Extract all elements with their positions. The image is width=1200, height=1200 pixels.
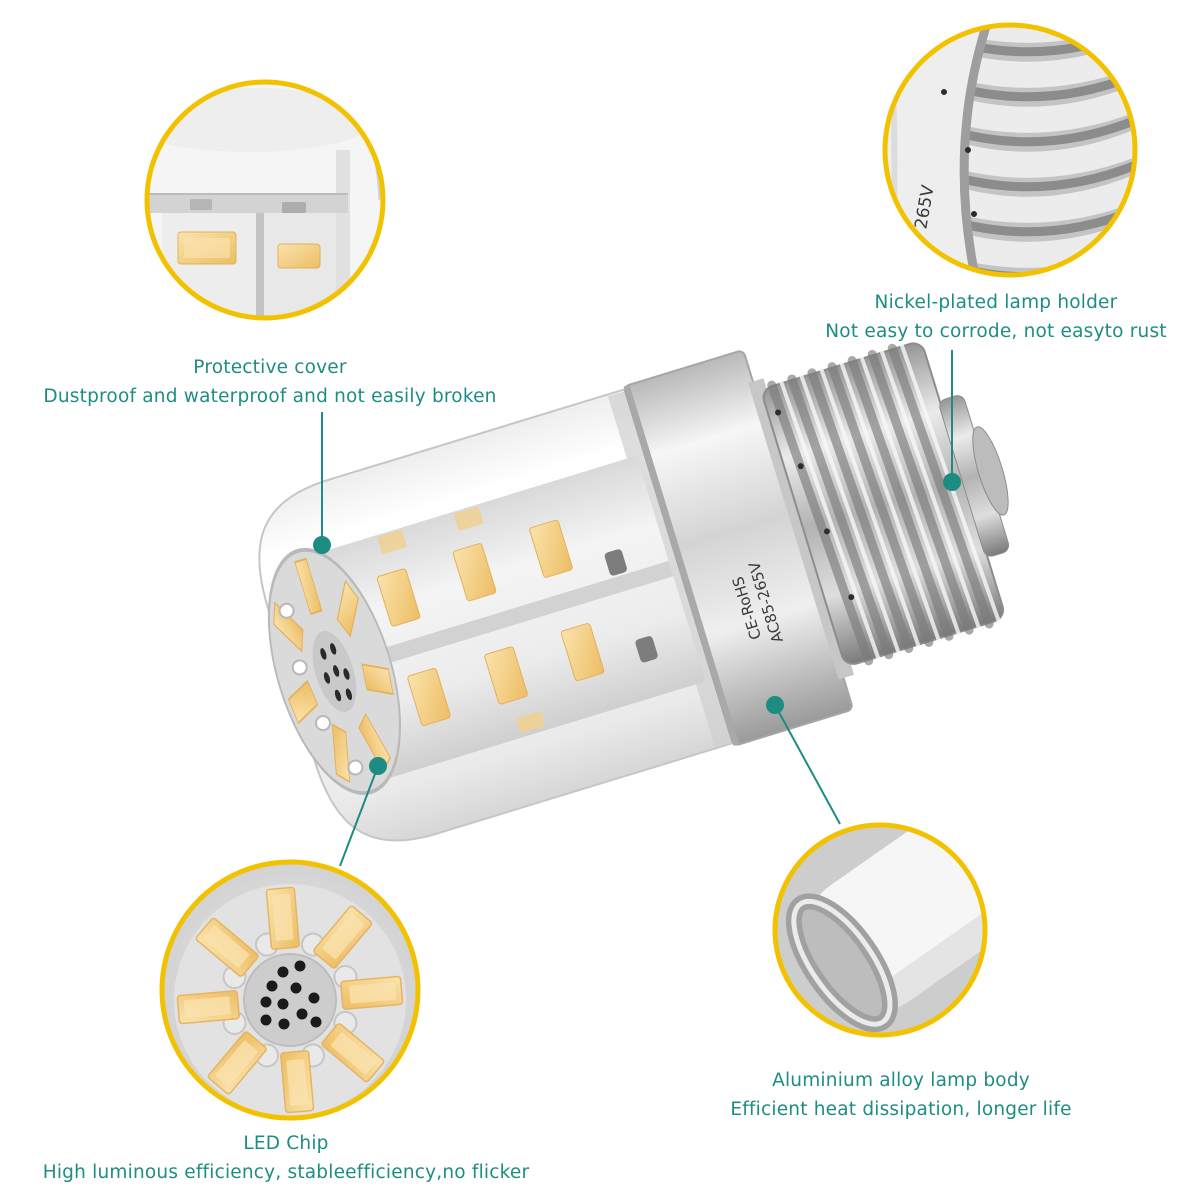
- callout-title: Aluminium alloy lamp body: [772, 1070, 1030, 1091]
- callout-lamp-body: Aluminium alloy lamp body Efficient heat…: [700, 1066, 1102, 1124]
- callout-title: LED Chip: [243, 1133, 329, 1154]
- led-cylinder: [299, 455, 706, 785]
- callout-description: Dustproof and waterproof and not easily …: [43, 386, 497, 407]
- callout-protective-cover: Protective cover Dustproof and waterproo…: [0, 353, 540, 411]
- marker-dot-protective-cover: [313, 536, 331, 554]
- led-chip: [560, 623, 605, 682]
- led-chip: [376, 568, 421, 627]
- inset-aluminium-body: [772, 822, 988, 1038]
- callout-led-chip: LED Chip High luminous efficiency, stabl…: [8, 1129, 564, 1187]
- callout-description: Not easy to corrode, not easyto rust: [825, 321, 1167, 342]
- marker-dot-lamp-body: [766, 696, 784, 714]
- marker-dot-led-chip: [369, 757, 387, 775]
- led-chip: [484, 646, 528, 705]
- inset-ring: [882, 22, 1138, 278]
- callout-title: Nickel-plated lamp holder: [874, 292, 1118, 313]
- marker-dot-lamp-holder: [943, 473, 961, 491]
- callout-lamp-holder: Nickel-plated lamp holder Not easy to co…: [796, 288, 1196, 346]
- leader-line-lamp-body: [774, 704, 841, 825]
- inset-lamp-holder: 265V: [882, 22, 1138, 278]
- leader-line-led-chip: [339, 765, 379, 867]
- led-chip: [407, 667, 451, 726]
- aluminium-lamp-body: CE-RoHS AC85-265V: [623, 350, 853, 747]
- inset-ring: [144, 79, 386, 321]
- inset-led-chip: [159, 859, 421, 1121]
- inset-ring: [159, 859, 421, 1121]
- led-chip: [277, 243, 321, 269]
- leader-lines: [313, 350, 961, 867]
- inset-ring: [772, 822, 988, 1038]
- led-end-plate: [267, 547, 402, 796]
- nickel-lamp-holder: [748, 342, 1010, 680]
- callout-title: Protective cover: [193, 357, 347, 378]
- inset-protective-cover: [144, 79, 386, 321]
- led-chip: [452, 543, 497, 602]
- led-bulb: CE-RoHS AC85-265V: [258, 342, 1010, 842]
- callout-description: Efficient heat dissipation, longer life: [730, 1099, 1072, 1120]
- callout-description: High luminous efficiency, stableefficien…: [42, 1162, 530, 1183]
- led-chip: [529, 519, 573, 578]
